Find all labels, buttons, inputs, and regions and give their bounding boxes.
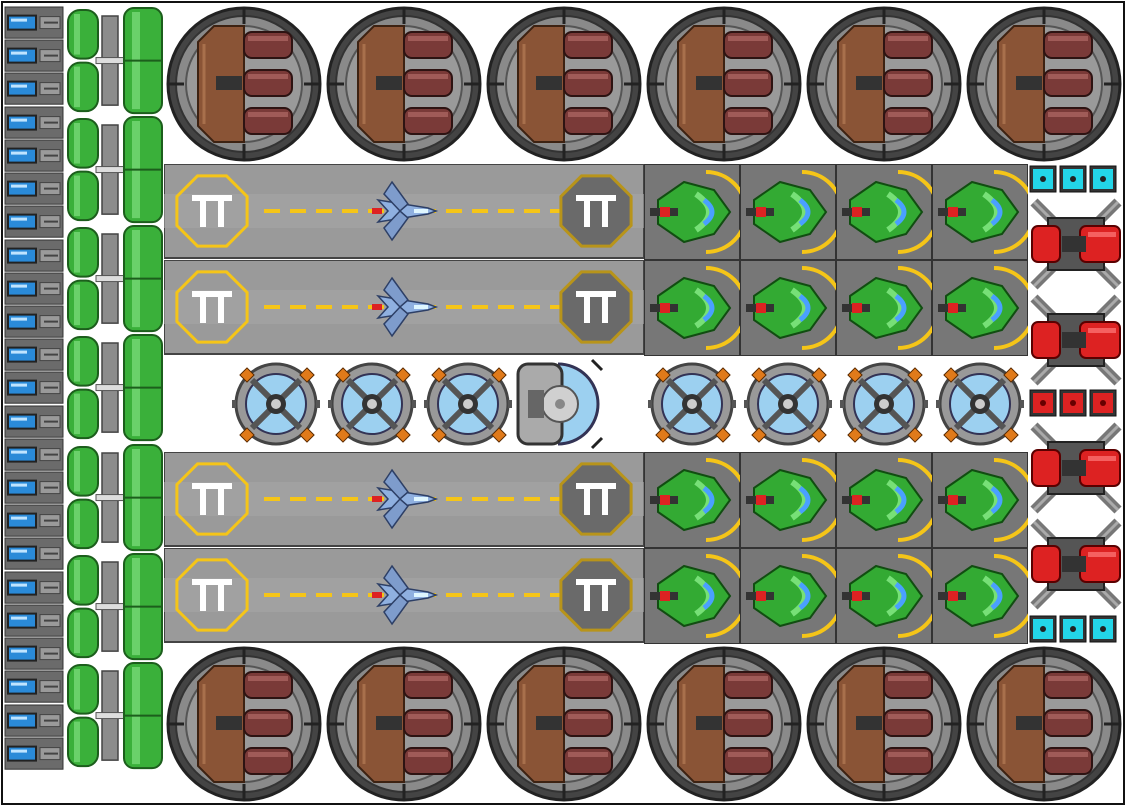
fuel-tank-icon <box>66 333 164 442</box>
battery-icon <box>4 139 64 172</box>
fuel-tank-icon <box>66 115 164 224</box>
light-module-icon <box>1028 388 1124 418</box>
battery-icon <box>4 272 64 305</box>
drone-icon <box>740 164 836 260</box>
battery-icon <box>4 471 64 504</box>
light-module-icon <box>1028 164 1124 194</box>
defense-column <box>1028 164 1124 644</box>
thruster-icon <box>164 4 324 164</box>
drone-icon <box>644 452 740 548</box>
drone-icon <box>836 548 932 644</box>
drone-icon <box>740 260 836 356</box>
battery-icon <box>4 637 64 670</box>
drone-icon <box>932 452 1028 548</box>
battery-icon <box>4 239 64 272</box>
drone-icon <box>932 260 1028 356</box>
turret-icon <box>1028 516 1124 612</box>
battery-icon <box>4 6 64 39</box>
battery-icon <box>4 438 64 471</box>
fuel-tank-icon <box>66 552 164 661</box>
battery-icon <box>4 537 64 571</box>
runway-icon <box>164 548 644 644</box>
thruster-icon <box>164 644 324 804</box>
turret-icon <box>1028 196 1124 292</box>
turret-icon <box>1028 420 1124 516</box>
battery-icon <box>4 106 64 139</box>
battery-icon <box>4 371 64 405</box>
battery-icon <box>4 205 64 239</box>
reactor-icon <box>424 356 512 452</box>
fuel-tank-column <box>66 6 164 770</box>
reactor-row <box>164 354 1028 454</box>
drone-icon <box>740 452 836 548</box>
reactor-icon <box>648 356 736 452</box>
thruster-row-top <box>164 4 1124 164</box>
battery-icon <box>4 670 64 704</box>
battery-icon <box>4 338 64 371</box>
reactor-icon <box>840 356 928 452</box>
fuel-tank-icon <box>66 443 164 552</box>
turret-icon <box>1028 292 1124 388</box>
fuel-tank-icon <box>66 6 164 115</box>
battery-icon <box>4 704 64 737</box>
thruster-icon <box>324 644 484 804</box>
battery-icon <box>4 72 64 106</box>
runway-icon <box>164 260 644 356</box>
thruster-icon <box>644 4 804 164</box>
reactor-icon <box>328 356 416 452</box>
drone-icon <box>836 164 932 260</box>
drone-icon <box>836 452 932 548</box>
reactor-icon <box>232 356 320 452</box>
battery-icon <box>4 504 64 537</box>
thruster-icon <box>964 4 1124 164</box>
drone-icon <box>932 548 1028 644</box>
battery-column <box>4 6 66 770</box>
thruster-icon <box>484 4 644 164</box>
thruster-icon <box>324 4 484 164</box>
drone-bay <box>644 164 1028 644</box>
thruster-icon <box>804 4 964 164</box>
hangar-section <box>164 164 644 644</box>
runway-icon <box>164 452 644 548</box>
battery-icon <box>4 39 64 72</box>
thruster-icon <box>644 644 804 804</box>
reactor-icon <box>744 356 832 452</box>
thruster-row-bottom <box>164 644 1124 804</box>
fuel-tank-icon <box>66 224 164 333</box>
drone-icon <box>644 164 740 260</box>
drone-icon <box>644 260 740 356</box>
drone-icon <box>932 164 1028 260</box>
drone-icon <box>740 548 836 644</box>
runway-icon <box>164 164 644 260</box>
drone-icon <box>644 548 740 644</box>
light-module-icon <box>1028 614 1124 644</box>
reactor-icon <box>936 356 1024 452</box>
thruster-icon <box>804 644 964 804</box>
battery-icon <box>4 737 64 770</box>
core-module-icon <box>514 356 606 452</box>
battery-icon <box>4 305 64 338</box>
battery-icon <box>4 405 64 438</box>
fuel-tank-icon <box>66 661 164 770</box>
battery-icon <box>4 571 64 604</box>
battery-icon <box>4 604 64 637</box>
thruster-icon <box>964 644 1124 804</box>
thruster-icon <box>484 644 644 804</box>
drone-icon <box>836 260 932 356</box>
battery-icon <box>4 172 64 205</box>
